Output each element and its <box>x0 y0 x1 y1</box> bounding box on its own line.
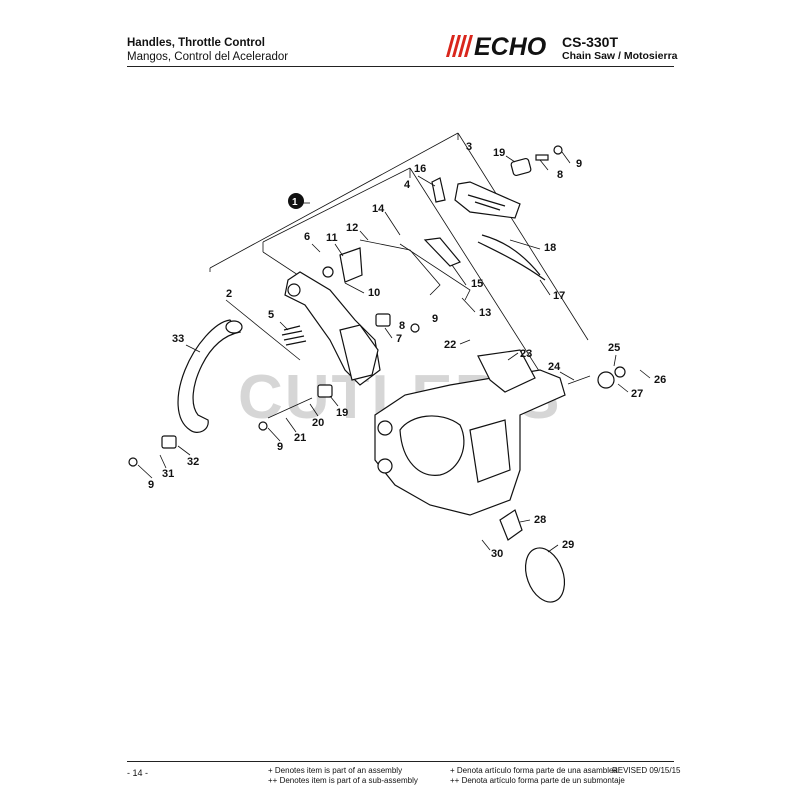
front-handle-part <box>177 319 243 433</box>
callout-26: 26 <box>654 374 666 386</box>
footer-note-submontaje: ++ Denota artículo forma parte de un sub… <box>450 776 625 785</box>
callout-13: 13 <box>479 307 491 319</box>
callout-30: 30 <box>491 548 503 560</box>
callout-16: 16 <box>414 163 426 175</box>
brand-text: ECHO <box>474 33 547 59</box>
rear-handle-part <box>454 181 521 219</box>
throttle-rod-part <box>359 239 471 301</box>
callout-4: 4 <box>404 179 411 191</box>
page-header: Handles, Throttle Control Mangos, Contro… <box>127 36 288 64</box>
callout-25: 25 <box>608 342 620 354</box>
callout-19: 19 <box>493 147 505 159</box>
callout-21: 21 <box>294 432 306 444</box>
model-number: CS-330T <box>562 34 619 50</box>
callout-6: 6 <box>304 231 310 243</box>
page-title: Handles, Throttle Control <box>127 37 265 49</box>
callout-32: 32 <box>187 456 199 468</box>
callout-14: 14 <box>372 203 385 215</box>
callout-9: 9 <box>576 158 582 170</box>
small-parts <box>128 145 626 603</box>
callout-27: 27 <box>631 388 643 400</box>
footer-note-subassembly: ++ Denotes item is part of a sub-assembl… <box>268 776 418 785</box>
footer-notes-spanish: + Denota artículo forma parte de una asa… <box>450 766 625 786</box>
callout-24: 24 <box>548 361 561 373</box>
page-number: - 14 - <box>127 768 149 778</box>
callout-9-b: 9 <box>432 313 438 325</box>
handle-housing-part <box>284 271 381 386</box>
callout-22: 22 <box>444 339 456 351</box>
crankcase-part <box>374 369 566 516</box>
callout-7: 7 <box>396 333 402 345</box>
echo-logo: ECHO <box>446 33 547 59</box>
callout-15: 15 <box>471 278 483 290</box>
callout-9-d: 9 <box>148 479 154 491</box>
callout-2: 2 <box>226 288 232 300</box>
spring-part <box>281 325 307 346</box>
callout-10: 10 <box>368 287 380 299</box>
callout-20: 20 <box>312 417 324 429</box>
model-subtitle: Chain Saw / Motosierra <box>562 50 678 62</box>
callout-8-b: 8 <box>399 320 405 332</box>
header-divider <box>127 66 674 67</box>
callout-19-b: 19 <box>336 407 348 419</box>
footer-notes-english: + Denotes item is part of an assembly ++… <box>268 766 418 786</box>
callout-31: 31 <box>162 468 174 480</box>
assembly-bracket <box>209 132 589 386</box>
callout-33: 33 <box>172 333 184 345</box>
callout-11: 11 <box>326 232 338 244</box>
footer-note-asamblea: + Denota artículo forma parte de una asa… <box>450 766 618 775</box>
footer-divider <box>127 761 674 762</box>
callout-9-c: 9 <box>277 441 283 453</box>
callout-18: 18 <box>544 242 556 254</box>
callout-29: 29 <box>562 539 574 551</box>
footer-note-assembly: + Denotes item is part of an assembly <box>268 766 403 775</box>
callout-8: 8 <box>557 169 563 181</box>
callout-labels: 1 2 3 4 5 6 7 8 8 9 9 9 9 9 10 11 12 13 … <box>148 141 666 560</box>
callout-28: 28 <box>534 514 546 526</box>
assembly-number: 1 <box>292 197 298 208</box>
page-title-spanish: Mangos, Control del Acelerador <box>127 51 289 63</box>
assembly-marker <box>288 193 304 209</box>
callout-23: 23 <box>520 348 532 360</box>
model-block: CS-330T Chain Saw / Motosierra <box>562 34 678 63</box>
callout-3: 3 <box>466 141 472 153</box>
callout-12: 12 <box>346 222 358 234</box>
callout-5: 5 <box>268 309 274 321</box>
revision-date: REVISED 09/15/15 <box>612 766 681 775</box>
callout-17: 17 <box>553 290 565 302</box>
callout-leaders <box>137 151 651 553</box>
